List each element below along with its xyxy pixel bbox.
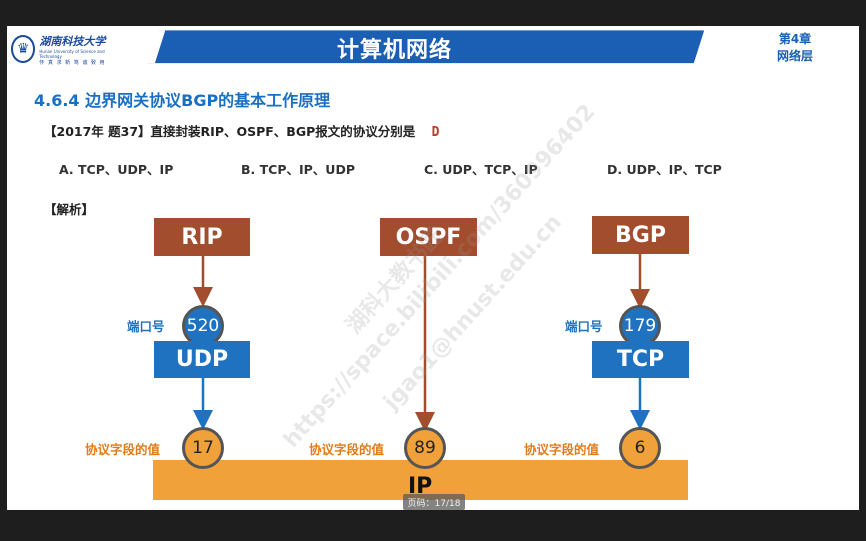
chapter-number: 第4章 xyxy=(778,32,812,46)
slide: ♛ 湖南科技大学 Hunan University of Science and… xyxy=(7,26,859,510)
udp-box: UDP xyxy=(154,341,250,378)
page-indicator: 页码：17/18 xyxy=(403,494,465,510)
udp-field-circle: 17 xyxy=(182,427,224,469)
university-seal-icon: ♛ xyxy=(11,35,36,63)
option-c: C. UDP、TCP、IP xyxy=(424,162,538,177)
port-label-tcp: 端口号 xyxy=(565,319,603,334)
tcp-field-circle: 6 xyxy=(619,427,661,469)
option-b: B. TCP、IP、UDP xyxy=(241,162,355,177)
analysis-label: 【解析】 xyxy=(44,202,95,217)
field-label-ospf: 协议字段的值 xyxy=(309,442,385,457)
university-logo: ♛ 湖南科技大学 Hunan University of Science and… xyxy=(7,29,115,69)
course-title: 计算机网络 xyxy=(337,38,453,63)
tcp-box: TCP xyxy=(592,341,689,378)
logo-cn-text: 湖南科技大学 xyxy=(39,34,106,48)
exam-question: 【2017年 题37】直接封装RIP、OSPF、BGP报文的协议分别是 D xyxy=(44,121,439,140)
udp-port-circle: 520 xyxy=(182,305,224,347)
question-text: 【2017年 题37】直接封装RIP、OSPF、BGP报文的协议分别是 xyxy=(44,124,416,139)
chapter-label: 第4章 网络层 xyxy=(777,31,813,65)
header-band xyxy=(146,30,705,64)
diagram-arrows xyxy=(193,254,650,432)
option-d: D. UDP、IP、TCP xyxy=(607,162,722,177)
question-answer: D xyxy=(431,125,440,140)
section-title: 4.6.4 边界网关协议BGP的基本工作原理 xyxy=(34,91,331,110)
logo-en-text: Hunan University of Science and Technolo… xyxy=(39,48,105,59)
field-label-tcp: 协议字段的值 xyxy=(524,442,600,457)
option-a: A. TCP、UDP、IP xyxy=(59,162,174,177)
ospf-field-circle: 89 xyxy=(404,427,446,469)
rip-box: RIP xyxy=(154,218,250,256)
field-label-udp: 协议字段的值 xyxy=(85,442,161,457)
ospf-box: OSPF xyxy=(380,218,477,256)
port-label-udp: 端口号 xyxy=(127,319,165,334)
bgp-box: BGP xyxy=(592,216,689,254)
logo-motto-text: 怀 真 求 新 笃 诚 致 用 xyxy=(39,59,106,66)
chapter-name: 网络层 xyxy=(777,49,814,63)
